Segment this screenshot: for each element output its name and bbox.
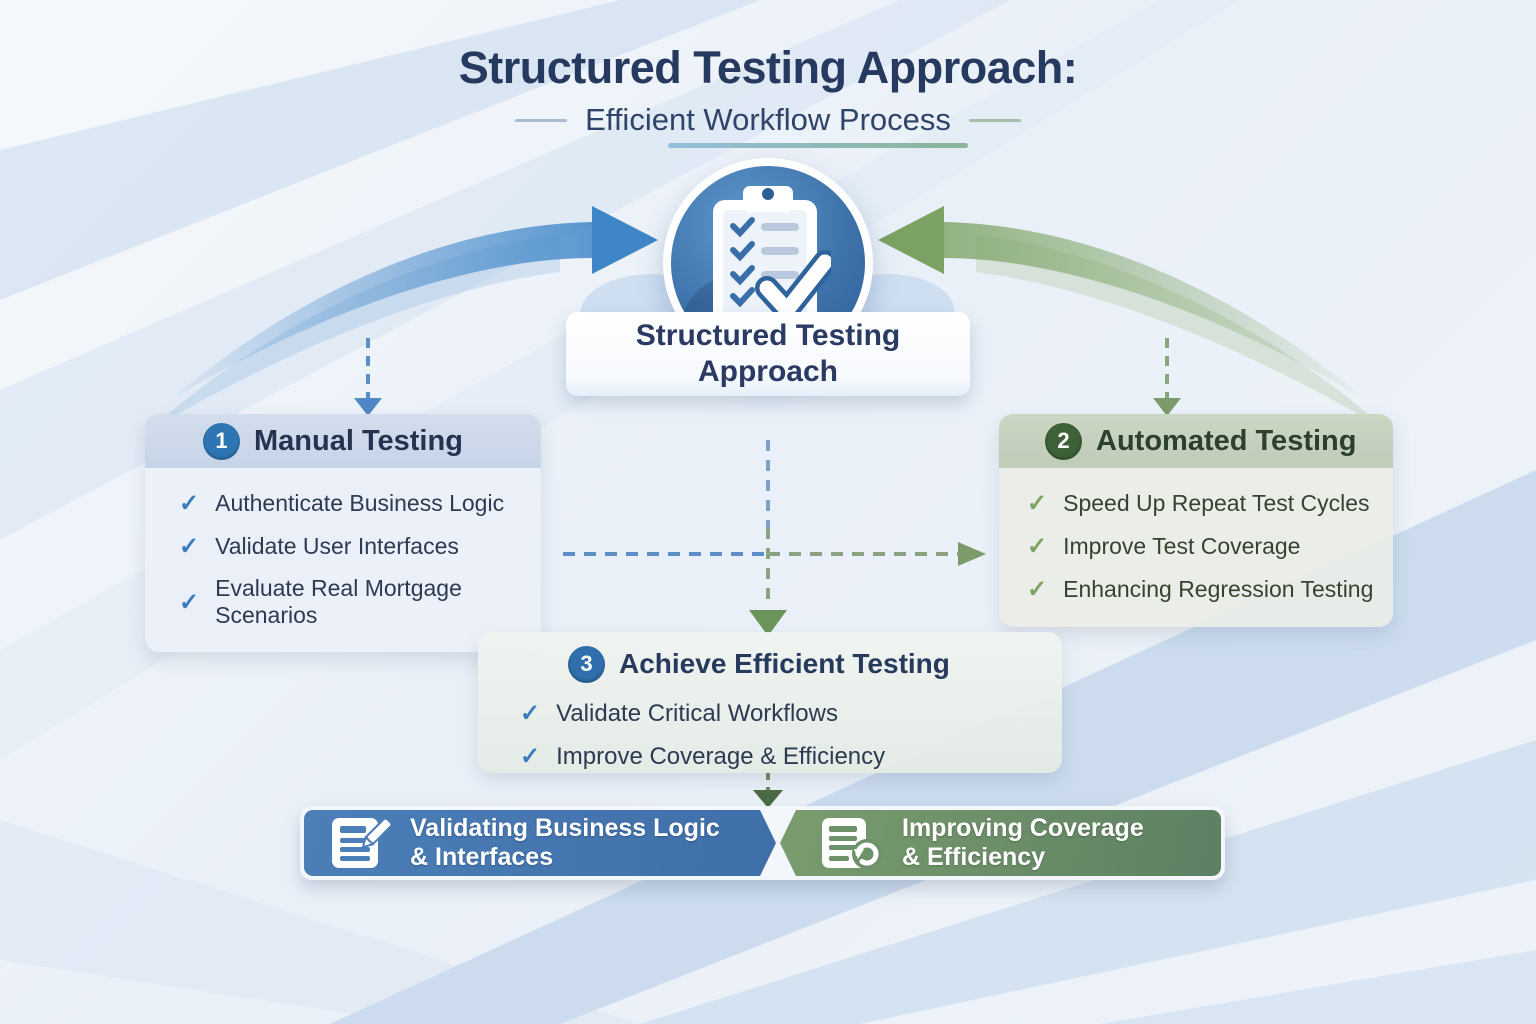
page-subtitle: Efficient Workflow Process: [585, 102, 951, 137]
center-label-line1: Structured Testing: [635, 319, 901, 352]
clipboard-check-icon: [713, 186, 831, 326]
banner-left-section: Validating Business Logic & Interfaces: [304, 810, 776, 876]
page-title: Structured Testing Approach:: [458, 42, 1078, 93]
banner-left-line1: Validating Business Logic: [410, 813, 720, 842]
list-item: ✓ Improve Coverage & Efficiency: [478, 735, 1062, 773]
list-item-label: Authenticate Business Logic: [215, 490, 505, 516]
subtitle-left-rule: [515, 118, 568, 122]
check-icon: ✓: [1027, 576, 1048, 603]
list-item-label: Validate User Interfaces: [215, 533, 459, 559]
check-icon: ✓: [179, 588, 200, 616]
center-label-card: Structured Testing Approach: [566, 312, 970, 396]
achieve-efficient-testing-box: 3 Achieve Efficient Testing ✓ Validate Cr…: [478, 632, 1062, 773]
result-banner: Validating Business Logic & Interfaces: [300, 806, 1225, 880]
banner-left-line2: & Interfaces: [410, 843, 554, 871]
automated-testing-title: Automated Testing: [1096, 424, 1357, 457]
banner-right-line1: Improving Coverage: [902, 813, 1144, 842]
list-item: ✓ Authenticate Business Logic: [145, 482, 541, 525]
banner-right-line2: & Efficiency: [902, 843, 1046, 871]
dashed-arrow-to-achieve: [749, 440, 787, 636]
list-item: ✓ Improve Test Coverage: [999, 525, 1393, 568]
list-item-label: Improve Test Coverage: [1063, 533, 1301, 559]
manual-testing-title: Manual Testing: [254, 424, 463, 457]
list-item-label: Evaluate Real Mortgage Scenarios: [215, 575, 462, 628]
document-edit-icon: [332, 817, 392, 868]
dashed-arrow-manual-to-automated: [563, 542, 986, 566]
dashed-arrow-to-automated: [1153, 338, 1181, 416]
check-icon: ✓: [520, 700, 541, 727]
list-item-label: Validate Critical Workflows: [556, 699, 838, 727]
check-icon: ✓: [1027, 490, 1048, 517]
list-item-label: Speed Up Repeat Test Cycles: [1063, 490, 1370, 516]
list-item: ✓ Evaluate Real Mortgage Scenarios: [145, 568, 541, 636]
dashed-arrow-to-manual: [354, 338, 382, 416]
center-label-line2: Approach: [697, 355, 838, 388]
check-icon: ✓: [179, 533, 200, 560]
list-item: ✓ Speed Up Repeat Test Cycles: [999, 482, 1393, 525]
subtitle-underline: [668, 143, 968, 148]
dashed-arrow-to-banner: [753, 772, 783, 808]
list-item-label: Improve Coverage & Efficiency: [556, 742, 886, 770]
list-item: ✓ Enhancing Regression Testing: [999, 568, 1393, 611]
list-item: ✓ Validate User Interfaces: [145, 525, 541, 568]
step-number-badge: 2: [1045, 422, 1082, 460]
check-icon: ✓: [1027, 533, 1048, 560]
subtitle-right-rule: [968, 118, 1021, 122]
manual-testing-box: 1 Manual Testing ✓ Authenticate Business …: [145, 414, 541, 652]
check-icon: ✓: [520, 743, 541, 770]
list-item: ✓ Validate Critical Workflows: [478, 692, 1062, 735]
step-number-badge: 1: [203, 422, 240, 460]
step-number-badge: 3: [568, 645, 605, 683]
automated-testing-box: 2 Automated Testing ✓ Speed Up Repeat Tes…: [999, 414, 1393, 627]
list-item-label: Enhancing Regression Testing: [1063, 576, 1374, 602]
document-sync-icon: [822, 818, 882, 869]
check-icon: ✓: [179, 490, 200, 517]
achieve-testing-title: Achieve Efficient Testing: [619, 648, 950, 679]
banner-right-section: Improving Coverage & Efficiency: [780, 810, 1221, 876]
